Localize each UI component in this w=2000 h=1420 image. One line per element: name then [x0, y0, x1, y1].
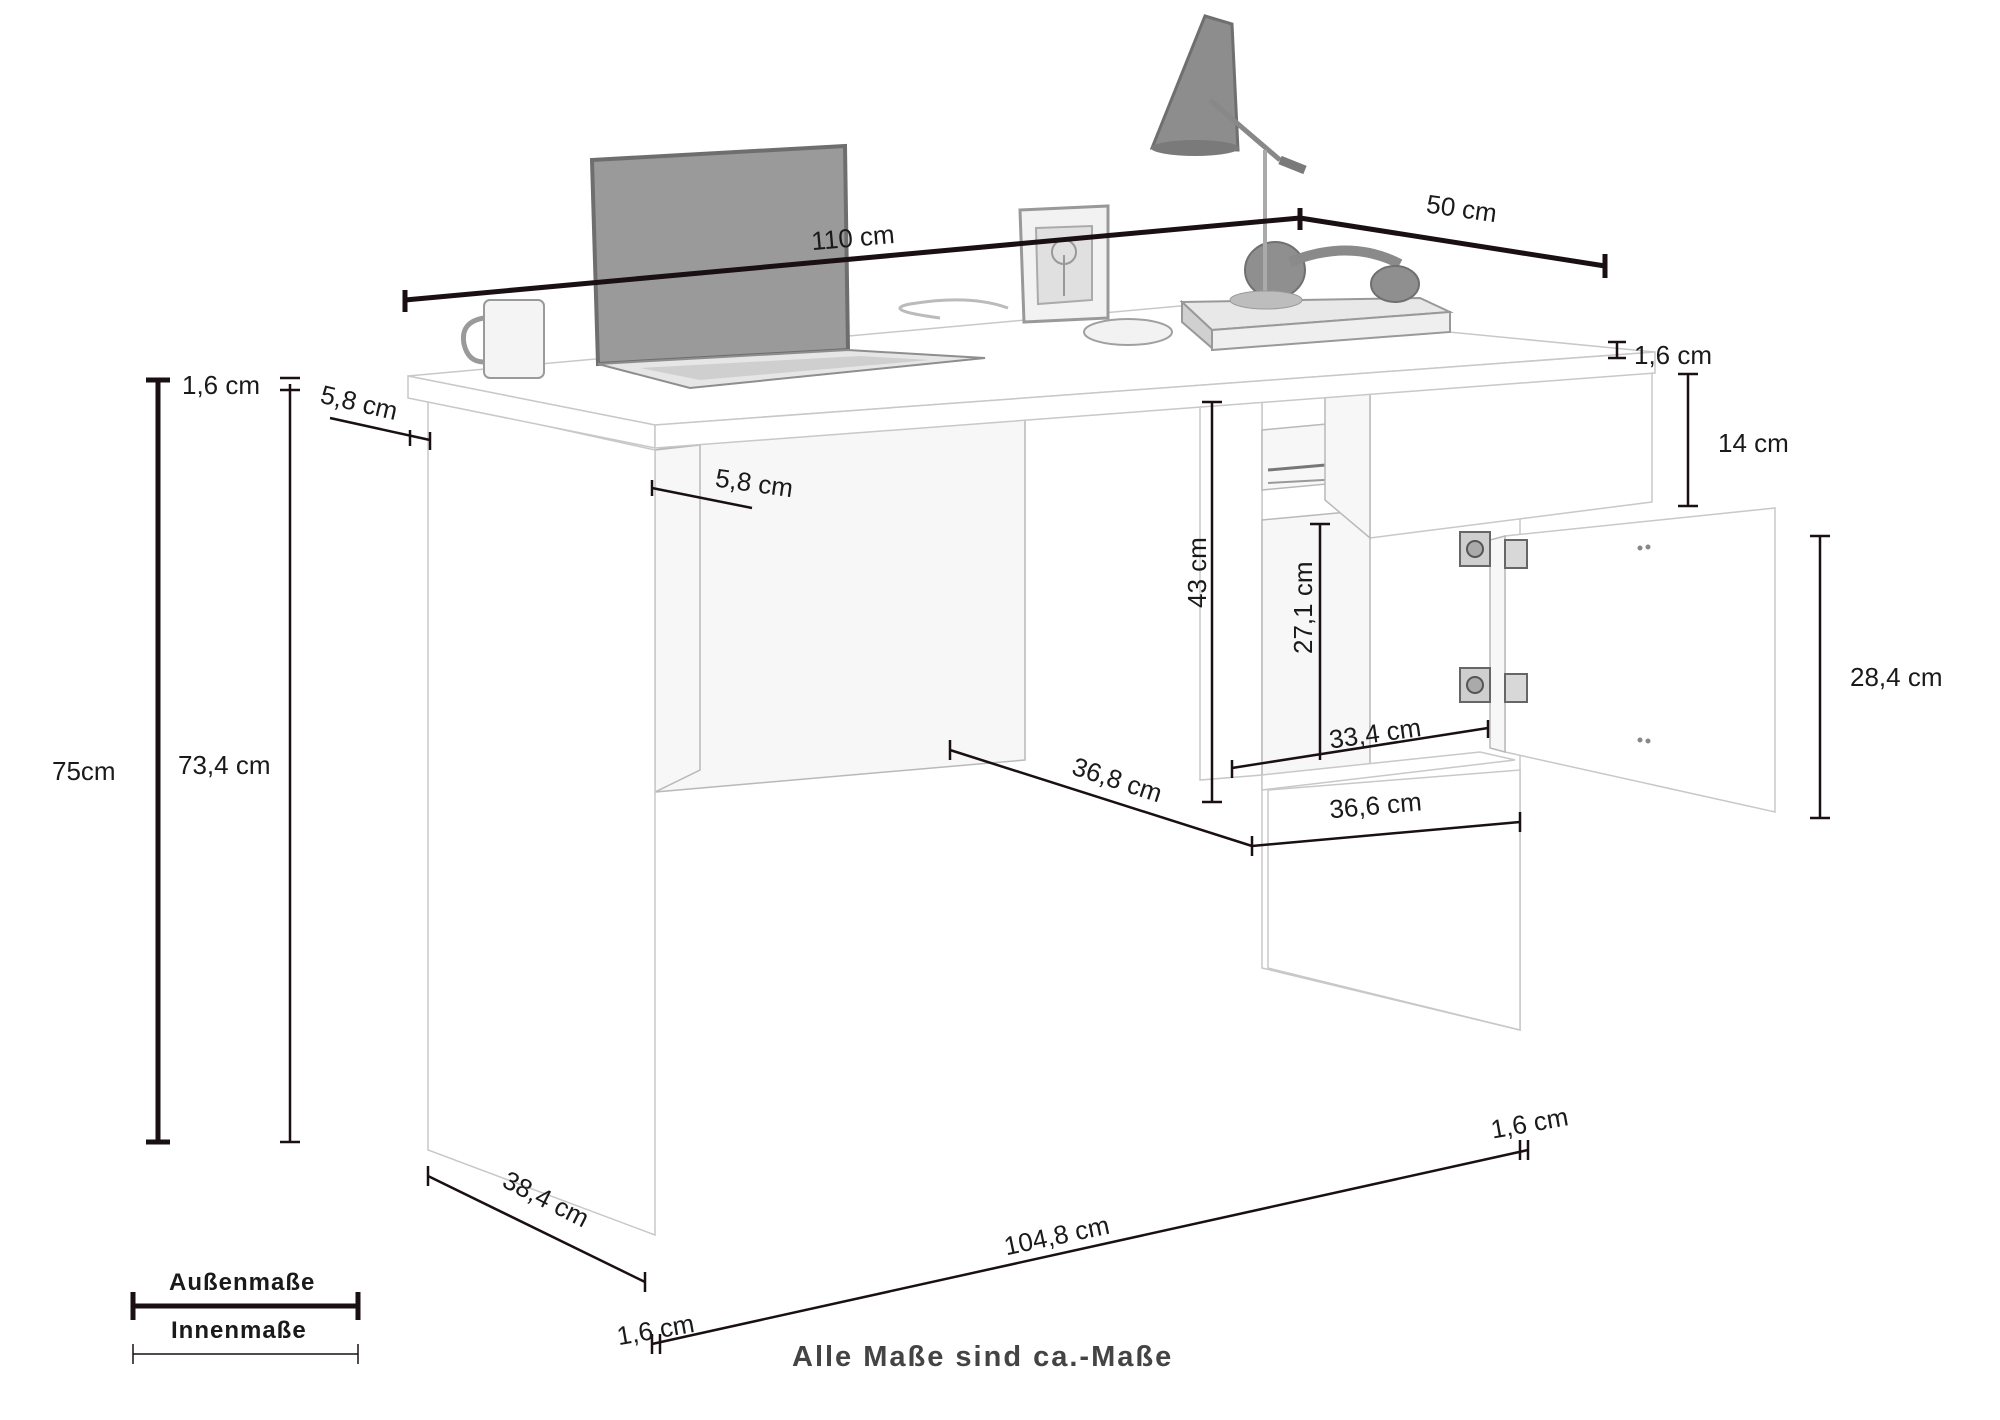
- headphones-icon: [1244, 241, 1420, 303]
- label-compartment-height: 27,1 cm: [1288, 562, 1318, 655]
- label-top-thickness-right: 1,6 cm: [1634, 340, 1712, 370]
- laptop-icon: [589, 143, 986, 390]
- label-height-inner: 73,4 cm: [178, 750, 271, 780]
- label-side-thickness-right: 1,6 cm: [1488, 1101, 1570, 1144]
- label-door-height: 28,4 cm: [1850, 662, 1943, 692]
- mug-icon: [460, 299, 545, 379]
- hinge-icon: [1459, 531, 1528, 569]
- dimension-lines: [146, 208, 1830, 1354]
- label-knee-depth: 36,8 cm: [1069, 751, 1166, 808]
- left-side-panel: [427, 399, 656, 1237]
- picture-frame-icon: [1018, 204, 1110, 324]
- footer-note: Alle Maße sind ca.-Maße: [792, 1341, 1173, 1373]
- label-height-total: 75cm: [52, 756, 116, 786]
- hinge-icon: [1459, 667, 1528, 703]
- tabletop-side-edge: [654, 351, 1656, 449]
- legend: Außenmaße Innenmaße: [130, 1269, 361, 1364]
- label-side-thickness-left: 1,6 cm: [614, 1308, 696, 1351]
- lamp-icon: [1149, 14, 1307, 310]
- legend-outer-label: Außenmaße: [169, 1269, 315, 1296]
- cabinet-door: [1504, 507, 1776, 813]
- right-leg-panel: [1267, 769, 1521, 1031]
- label-drawer-height: 14 cm: [1718, 428, 1789, 458]
- desk-back-panel: [654, 387, 1026, 793]
- cabinet-bottom-shelf: [1261, 751, 1516, 791]
- label-width-total: 110 cm: [810, 219, 896, 256]
- label-depth-total: 50 cm: [1425, 189, 1499, 229]
- mouse-icon: [1083, 318, 1173, 346]
- desk-illustration: [407, 14, 1776, 1237]
- label-unit-height: 43 cm: [1182, 537, 1212, 608]
- label-top-thickness-left: 1,6 cm: [182, 370, 260, 400]
- laptop-cable: [898, 298, 1009, 320]
- legend-inner-label: Innenmaße: [171, 1317, 307, 1344]
- drawer-front: [1369, 371, 1653, 539]
